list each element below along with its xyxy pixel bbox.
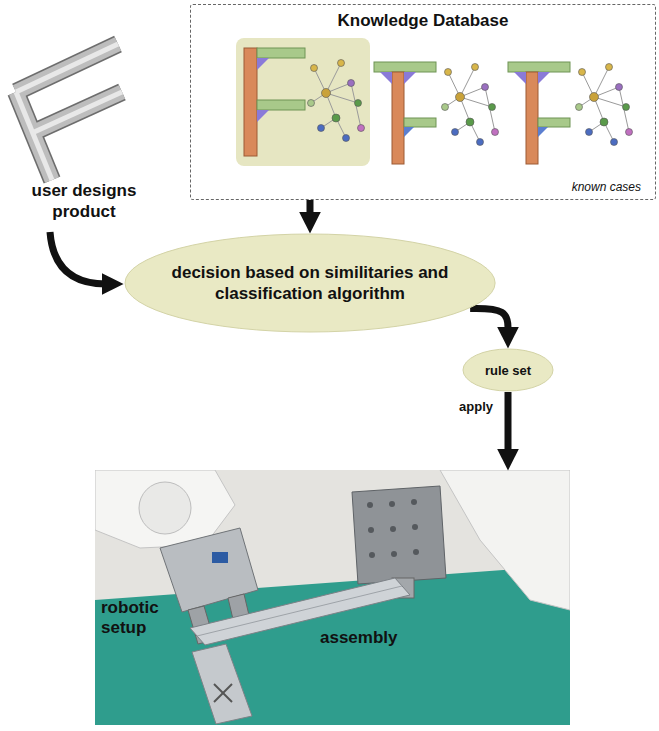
panel-title: Knowledge Database — [191, 11, 655, 31]
ellipse-shape — [125, 234, 495, 332]
case-profile — [244, 48, 305, 156]
flow-arrow — [505, 392, 512, 453]
ellipse-text: decision based on similitaries and class… — [164, 262, 456, 305]
robot-photo: robotic setup assembly — [95, 470, 570, 725]
ellipse-text: rule set — [485, 363, 531, 378]
profile-sketch — [16, 44, 122, 180]
case-graph — [308, 60, 365, 142]
flow-arrow — [470, 308, 508, 331]
input-arrow — [50, 232, 106, 284]
panel-note: known cases — [572, 180, 641, 194]
case-profile — [508, 62, 570, 164]
decision-ellipse: decision based on similitaries and class… — [124, 233, 496, 333]
flow-arrow — [306, 200, 313, 216]
case-profile — [374, 62, 436, 164]
edge-label: apply — [456, 398, 496, 415]
ellipse-outline — [124, 233, 496, 333]
selected-case-highlight — [236, 38, 370, 166]
case-graph — [576, 64, 633, 146]
photo-label: robotic setup — [101, 598, 181, 637]
ellipse-shape — [463, 349, 553, 391]
photo-label: assembly — [320, 628, 398, 648]
robot-photo-illustration — [95, 470, 570, 725]
case-graph — [442, 64, 499, 146]
rule-set-ellipse: rule set — [462, 348, 554, 392]
input-label: user designs product — [14, 180, 154, 223]
database-panel: Knowledge Database known cases — [190, 4, 656, 200]
